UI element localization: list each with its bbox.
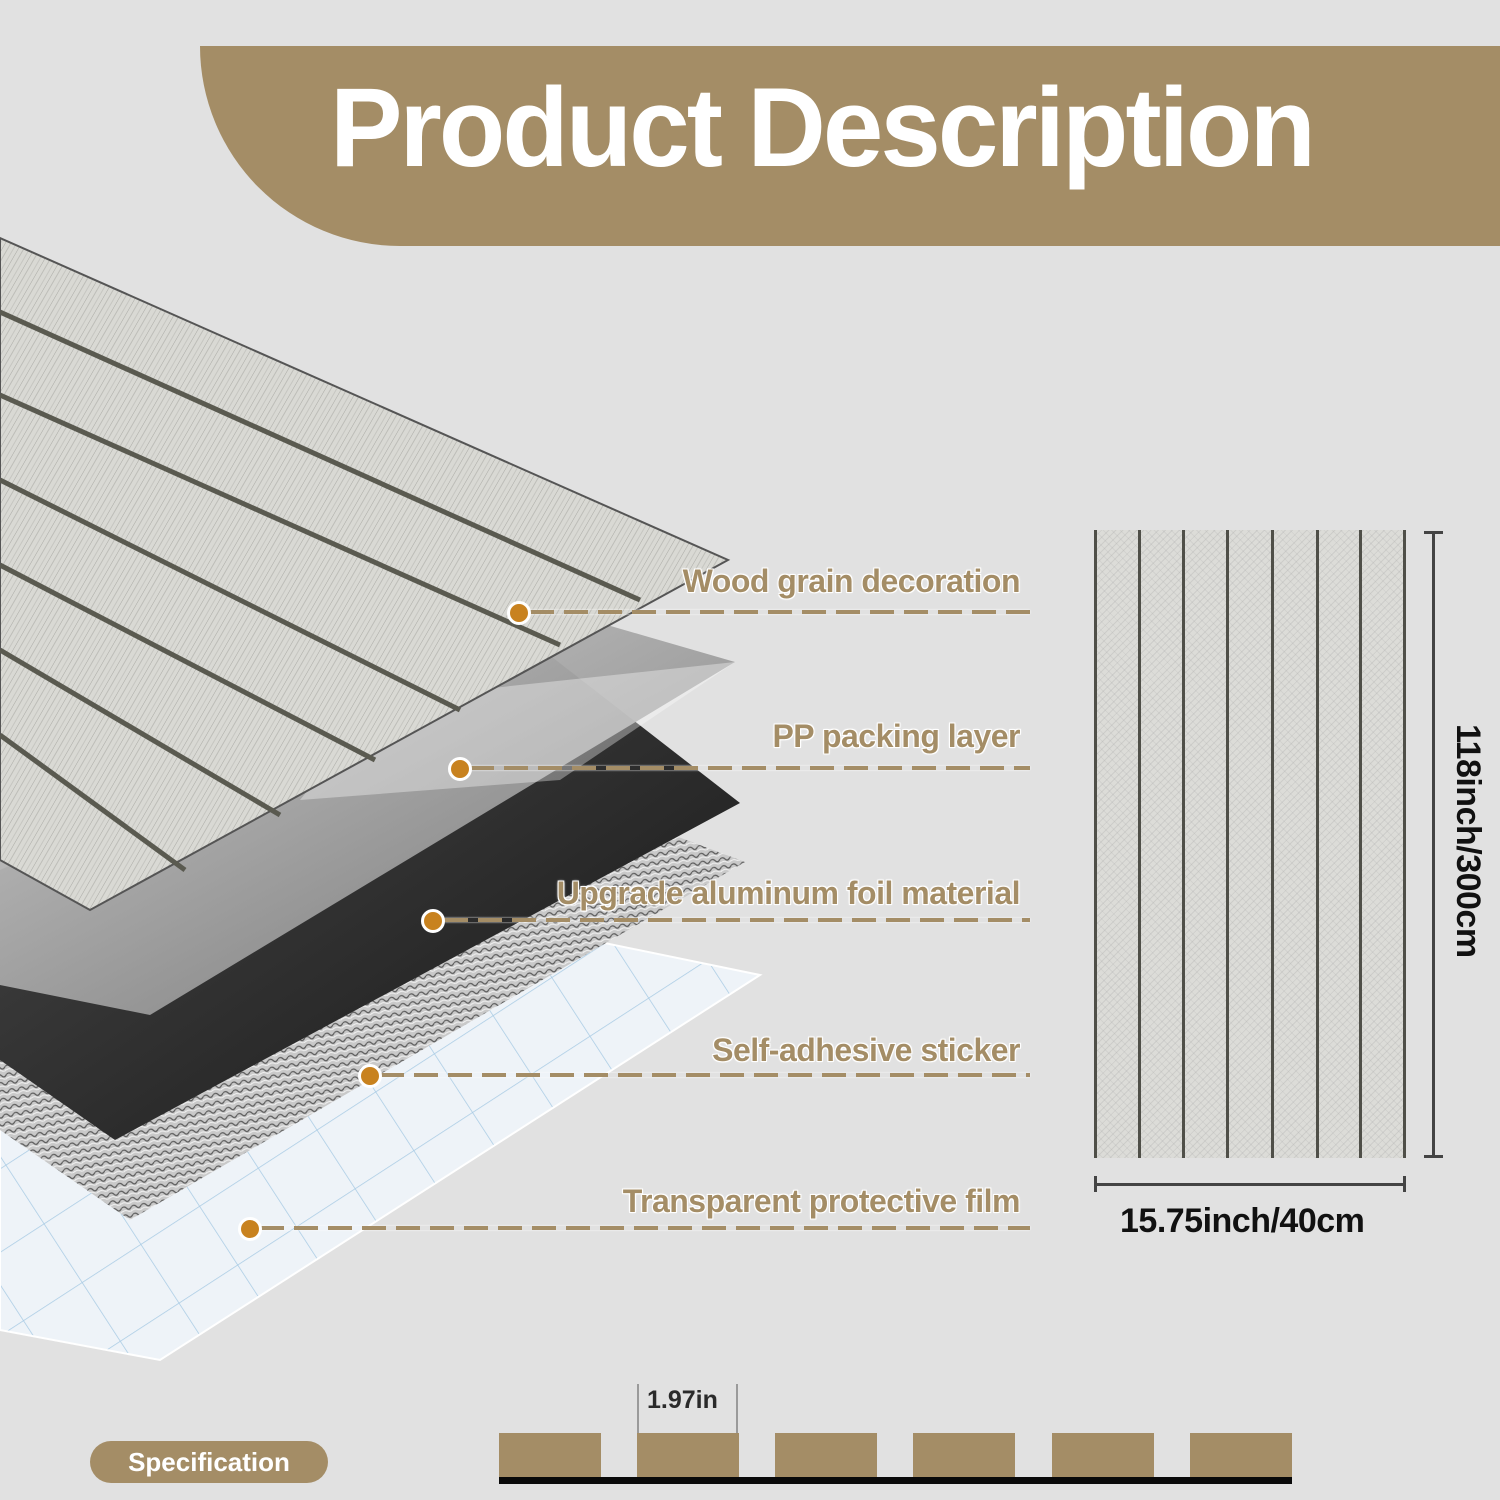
callout-dot-icon: [448, 757, 472, 781]
panel-groove: [1182, 530, 1185, 1158]
height-dimension-line: [1432, 532, 1435, 1156]
callout-dashed-line: [380, 1073, 1030, 1077]
width-dimension-line: [1094, 1183, 1406, 1186]
callout-dashed-line: [530, 610, 1030, 614]
slat-profile-bar: [775, 1433, 877, 1478]
width-dimension-cap-left: [1094, 1176, 1097, 1192]
slat-profile-bar: [1190, 1433, 1292, 1478]
panel-front-view: [1094, 530, 1406, 1158]
header-banner: [200, 46, 1500, 246]
height-dimension-cap-bottom: [1424, 1155, 1443, 1158]
layer-pp: [0, 620, 735, 1015]
callout-dot-icon: [238, 1217, 262, 1241]
callout-dashed-line: [444, 918, 1030, 922]
slat-width-tick-right: [736, 1384, 738, 1434]
callout-label: PP packing layer: [772, 718, 1020, 754]
layer-aluminum-foil: [0, 800, 745, 1220]
callout-dot-icon: [507, 601, 531, 625]
callout-label: Self-adhesive sticker: [712, 1032, 1020, 1068]
width-dimension-cap-right: [1403, 1176, 1406, 1192]
panel-groove: [1138, 530, 1141, 1158]
callout-dot-icon: [421, 909, 445, 933]
height-dimension-label: 118inch/300cm: [1449, 724, 1487, 958]
panel-groove: [1271, 530, 1274, 1158]
callout-dashed-line: [470, 766, 1030, 770]
slat-profile-bar: [637, 1433, 739, 1478]
slat-width-label: 1.97in: [647, 1386, 718, 1414]
callout-dot-icon: [358, 1064, 382, 1088]
slat-profile-base: [499, 1477, 1292, 1484]
slat-width-tick-left: [637, 1384, 639, 1434]
page-title: Product Description: [330, 65, 1316, 190]
panel-groove: [1359, 530, 1362, 1158]
layer-wood-grain: [0, 236, 731, 912]
panel-groove: [1403, 530, 1406, 1158]
slat-profile-bar: [1052, 1433, 1154, 1478]
panel-groove: [1316, 530, 1319, 1158]
callout-label: Wood grain decoration: [682, 563, 1021, 599]
panel-groove: [1226, 530, 1229, 1158]
width-dimension-label: 15.75inch/40cm: [1120, 1202, 1365, 1240]
callout-label: Transparent protective film: [622, 1183, 1021, 1219]
slat-profile-bar: [913, 1433, 1015, 1478]
slat-profile-bar: [499, 1433, 601, 1478]
callout-label: Upgrade aluminum foil material: [556, 875, 1021, 911]
panel-groove: [1094, 530, 1097, 1158]
callout-dashed-line: [260, 1226, 1030, 1230]
specification-badge: Specification: [90, 1441, 328, 1483]
height-dimension-cap-top: [1424, 531, 1443, 534]
